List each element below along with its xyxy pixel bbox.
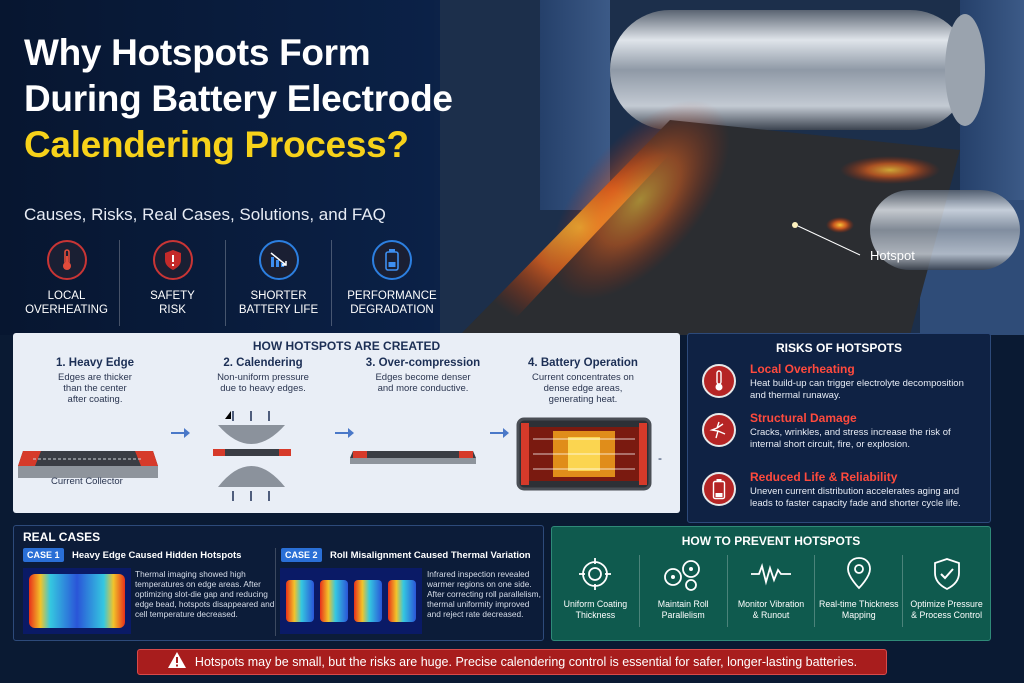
feature-shorter-battery-life: SHORTER BATTERY LIFE [226, 240, 332, 326]
prevent-monitor-vibration: Monitor Vibration & Runout [728, 555, 816, 627]
page-subtitle: Causes, Risks, Real Cases, Solutions, an… [24, 205, 386, 224]
banner-text: Hotspots may be small, but the risks are… [194, 655, 858, 669]
target-icon [578, 555, 612, 593]
case-2-badge: CASE 2 [281, 548, 322, 562]
battery-low-icon [702, 472, 736, 506]
process-diagram [18, 411, 652, 501]
case-1-thermal-image [23, 568, 131, 634]
risk-heading: Structural Damage [750, 411, 857, 425]
panel-title: HOW HOTSPOTS ARE CREATED [252, 339, 441, 353]
step-description: Edges are thicker than the center after … [58, 372, 132, 405]
step-heading: 2. Calendering [223, 357, 303, 369]
risks-panel: RISKS OF HOTSPOTS Local Overheating Heat… [687, 333, 991, 523]
feature-safety-risk: SAFETY RISK [120, 240, 226, 326]
prevent-optimize-pressure: Optimize Pressure & Process Control [903, 555, 990, 627]
prevent-label: Real-time Thickness Mapping [819, 599, 899, 620]
feature-label: SHORTER BATTERY LIFE [238, 290, 319, 316]
risk-description: Uneven current distribution accelerates … [750, 486, 961, 509]
case-divider [275, 548, 276, 636]
risk-heading: Reduced Life & Reliability [750, 470, 898, 484]
prevent-roll-parallelism: Maintain Roll Parallelism [640, 555, 728, 627]
step-heading: 3. Over-compression [365, 357, 481, 369]
prevent-items: Uniform Coating Thickness Maintain Roll … [552, 555, 990, 627]
waveform-icon [749, 555, 793, 593]
panel-title: HOW TO PREVENT HOTSPOTS [681, 534, 861, 548]
prevent-label: Maintain Roll Parallelism [657, 599, 709, 620]
risk-description: Heat build-up can trigger electrolyte de… [750, 378, 964, 401]
step-description: Current concentrates on dense edge areas… [532, 372, 634, 405]
prevent-label: Monitor Vibration & Runout [737, 599, 805, 620]
risk-reduced-life: Reduced Life & Reliability Uneven curren… [702, 470, 982, 522]
negative-terminal-label: - [658, 451, 662, 465]
hotspot-callout-label: Hotspot [870, 248, 915, 263]
case-1-heading: Heavy Edge Caused Hidden Hotspots [72, 550, 242, 561]
prevent-thickness-mapping: Real-time Thickness Mapping [815, 555, 904, 627]
title-line-2: During Battery Electrode [24, 78, 453, 119]
feature-local-overheating: LOCAL OVERHEATING [14, 240, 120, 326]
feature-label: PERFORMANCE DEGRADATION [347, 290, 437, 316]
prevent-label: Optimize Pressure & Process Control [910, 599, 983, 620]
chart-down-icon [258, 240, 299, 280]
crack-icon [702, 413, 736, 447]
thermometer-icon [46, 240, 87, 280]
step-battery-operation: 4. Battery Operation Current concentrate… [513, 357, 653, 405]
feature-label: LOCAL OVERHEATING [25, 290, 108, 316]
calendering-machine-illustration [440, 0, 1024, 335]
rollers-icon [663, 555, 703, 593]
step-calendering: 2. Calendering Non-uniform pressure due … [203, 357, 323, 394]
calender-rollers-icon [213, 411, 291, 501]
how-created-panel: HOW HOTSPOTS ARE CREATED 1. Heavy Edge E… [13, 333, 680, 513]
thermometer-icon [702, 364, 736, 398]
prevent-uniform-coating: Uniform Coating Thickness [552, 555, 640, 627]
risk-heading: Local Overheating [750, 362, 855, 376]
case-2-heading: Roll Misalignment Caused Thermal Variati… [330, 550, 531, 561]
step-heading: 1. Heavy Edge [56, 357, 134, 369]
case-2-thermal-image [280, 568, 422, 634]
feature-performance-degradation: PERFORMANCE DEGRADATION [332, 240, 452, 326]
case-1-description: Thermal imaging showed high temperatures… [135, 569, 275, 619]
step-over-compression: 3. Over-compression Edges become denser … [358, 357, 488, 394]
prevent-label: Uniform Coating Thickness [563, 599, 628, 620]
step-heading: 4. Battery Operation [528, 357, 638, 369]
step-description: Edges become denser and more conductive. [375, 372, 471, 394]
title-line-3-highlight: Calendering Process? [24, 124, 409, 165]
risk-local-overheating: Local Overheating Heat build-up can trig… [702, 362, 982, 410]
page-title: Why Hotspots Form During Battery Electro… [24, 30, 524, 168]
risk-description: Cracks, wrinkles, and stress increase th… [750, 427, 951, 450]
prevent-panel: HOW TO PREVENT HOTSPOTS Uniform Coating … [551, 526, 991, 641]
current-collector-label: Current Collector [51, 476, 123, 487]
location-pin-icon [845, 555, 873, 593]
risk-structural-damage: Structural Damage Cracks, wrinkles, and … [702, 411, 982, 469]
step-heavy-edge: 1. Heavy Edge Edges are thicker than the… [35, 357, 155, 405]
panel-title: RISKS OF HOTSPOTS [775, 341, 902, 355]
feature-icon-row: LOCAL OVERHEATING SAFETY RISK SHORTER BA… [14, 240, 452, 326]
warning-icon [167, 651, 187, 674]
footer-banner: Hotspots may be small, but the risks are… [137, 649, 887, 675]
real-cases-panel: REAL CASES CASE 1 Heavy Edge Caused Hidd… [13, 525, 544, 641]
shield-check-icon [932, 555, 962, 593]
case-1-badge: CASE 1 [23, 548, 64, 562]
title-line-1: Why Hotspots Form [24, 32, 371, 73]
feature-label: SAFETY RISK [150, 290, 195, 316]
panel-title: REAL CASES [23, 530, 101, 544]
step-description: Non-uniform pressure due to heavy edges. [217, 372, 309, 394]
shield-alert-icon [152, 240, 193, 280]
case-2-description: Infrared inspection revealed warmer regi… [427, 569, 541, 619]
battery-icon [372, 240, 412, 280]
